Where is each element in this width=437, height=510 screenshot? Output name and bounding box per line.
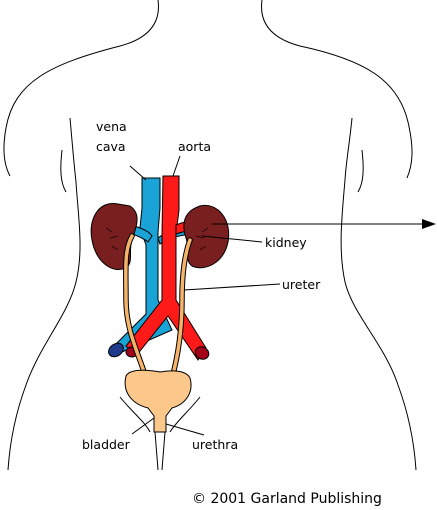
aorta-end-right <box>194 346 210 360</box>
label-kidney: kidney <box>265 235 307 250</box>
label-urethra: urethra <box>192 437 238 452</box>
leader-lines <box>129 155 281 436</box>
label-aorta: aorta <box>178 139 211 154</box>
bladder <box>124 369 192 433</box>
body-outline <box>3 0 417 471</box>
arrowhead-icon <box>422 219 436 229</box>
label-ureter: ureter <box>282 277 321 292</box>
aorta <box>125 175 210 361</box>
copyright-notice: © 2001 Garland Publishing <box>192 491 382 507</box>
label-bladder: bladder <box>82 437 131 452</box>
label-vena-cava-line2: cava <box>96 139 126 154</box>
label-vena-cava-line1: vena <box>96 119 127 134</box>
vena-cava-end-left <box>108 342 124 358</box>
bladder-group <box>124 369 192 433</box>
kidney-arrow <box>212 219 436 229</box>
ureters <box>123 233 193 381</box>
